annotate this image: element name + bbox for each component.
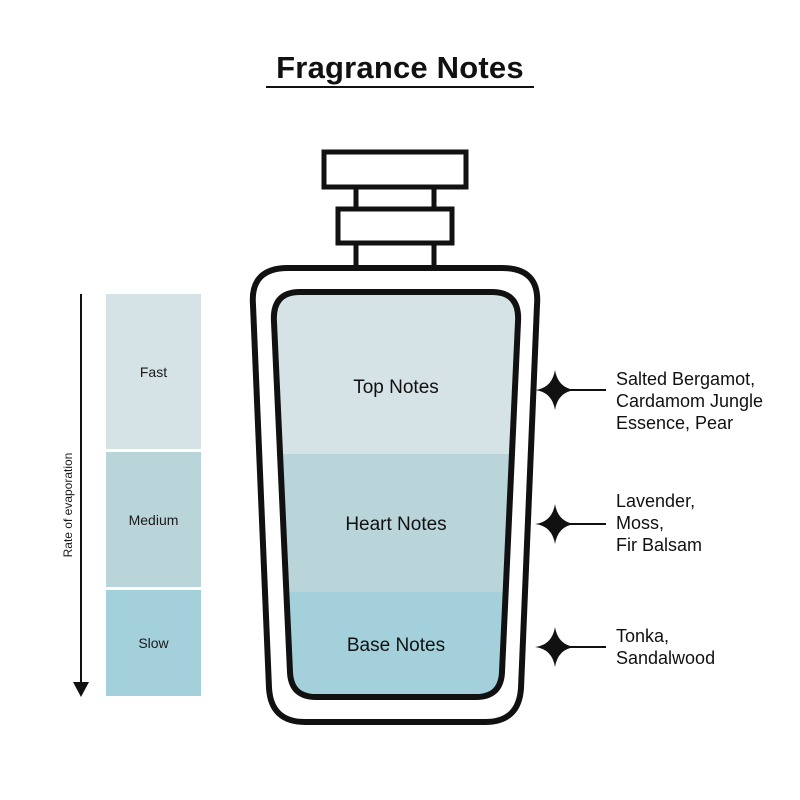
heart-notes-ingredients: Lavender, Moss, Fir Balsam: [616, 490, 702, 556]
heart-notes-label: Heart Notes: [345, 514, 447, 535]
bottle-inner: [270, 289, 522, 700]
title-underline: [266, 86, 534, 88]
ingredient-line: Fir Balsam: [616, 535, 703, 555]
base-notes-layer: [273, 592, 519, 697]
evaporation-level-medium: Medium: [106, 452, 201, 587]
ingredient-line: Essence, Pear: [616, 413, 734, 433]
ingredient-line: Salted Bergamot,: [616, 369, 756, 389]
sparkle-icon: [535, 370, 575, 410]
evaporation-arrow-head: [73, 682, 89, 697]
top-notes-label: Top Notes: [353, 377, 439, 398]
base-notes-label: Base Notes: [346, 635, 446, 656]
evaporation-level-slow: Slow: [106, 590, 201, 696]
ingredient-line: Moss,: [616, 513, 665, 533]
bottle-cap-top: [321, 149, 469, 190]
base-notes-ingredients: Tonka, Sandalwood: [616, 625, 715, 669]
top-notes-marker: [535, 370, 606, 410]
evaporation-level-fast: Fast: [106, 294, 201, 449]
page-title: Fragrance Notes: [276, 50, 524, 85]
sparkle-icon: [535, 504, 575, 544]
ingredient-line: Cardamom Jungle: [616, 391, 764, 411]
sparkle-icon: [535, 627, 575, 667]
ingredient-line: Sandalwood: [616, 648, 716, 668]
bottle-cap-collar: [353, 184, 437, 212]
heart-notes-layer: [273, 454, 519, 592]
heart-notes-marker: [535, 504, 606, 544]
evaporation-axis-label: Rate of evaporation: [61, 452, 75, 558]
ingredient-line: Lavender,: [616, 491, 696, 511]
bottle-cap-ring: [335, 206, 455, 246]
ingredient-line: Tonka,: [616, 626, 670, 646]
base-notes-marker: [535, 627, 606, 667]
top-notes-layer: [273, 292, 519, 454]
top-notes-ingredients: Salted Bergamot, Cardamom Jungle Essence…: [616, 368, 763, 434]
